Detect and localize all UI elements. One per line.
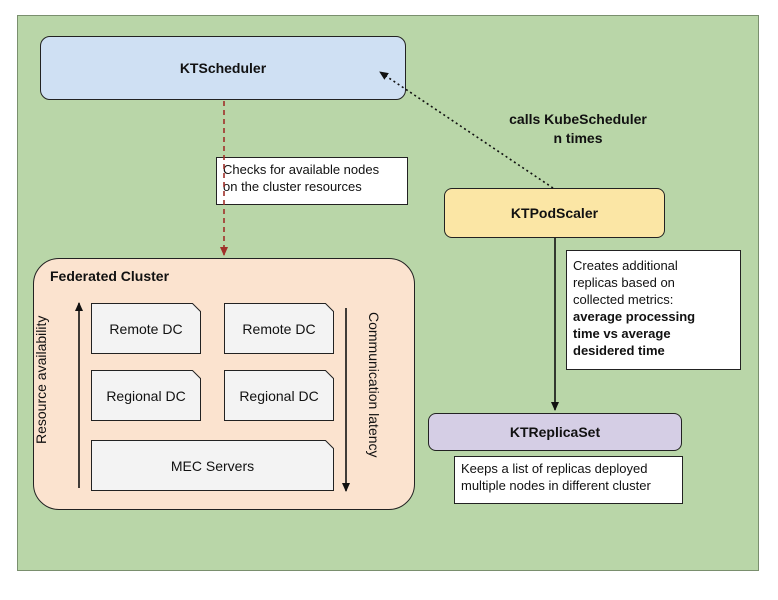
kt-scheduler-node: KTScheduler [40, 36, 406, 100]
remote-dc-1: Remote DC [91, 303, 201, 354]
regional-dc-2-label: Regional DC [239, 387, 319, 404]
kt-replicaset-node: KTReplicaSet [428, 413, 682, 451]
creates-note-line3: collected metrics: [573, 292, 674, 307]
calls-label-line1: calls KubeScheduler [509, 111, 647, 127]
remote-dc-2-label: Remote DC [242, 320, 316, 337]
federated-cluster-title: Federated Cluster [50, 268, 170, 284]
remote-dc-2: Remote DC [224, 303, 334, 354]
kt-replicaset-label: KTReplicaSet [509, 424, 601, 440]
checks-note-line2: on the cluster resources [223, 179, 362, 194]
checks-note-line1: Checks for available nodes [223, 162, 380, 177]
kt-podscaler-node: KTPodScaler [444, 188, 665, 238]
keeps-list-note: Keeps a list of replicas deployed multip… [454, 456, 683, 504]
creates-note-bold3: desidered time [573, 343, 665, 358]
creates-note-bold2: time vs average [573, 326, 671, 341]
creates-note-bold1: average processing [573, 309, 696, 324]
creates-note-line2: replicas based on [573, 275, 675, 290]
keeps-note-line1: Keeps a list of replicas deployed [461, 461, 648, 476]
checks-note: Checks for available nodes on the cluste… [216, 157, 408, 205]
regional-dc-2: Regional DC [224, 370, 334, 421]
kt-podscaler-label: KTPodScaler [510, 205, 599, 221]
mec-servers: MEC Servers [91, 440, 334, 491]
regional-dc-1-label: Regional DC [106, 387, 186, 404]
creates-note-line1: Creates additional [573, 258, 678, 273]
keeps-note-line2: multiple nodes in different cluster [461, 478, 651, 493]
calls-kubescheduler-label: calls KubeScheduler n times [488, 110, 668, 148]
calls-label-line2: n times [553, 130, 603, 146]
communication-latency-label: Communication latency [366, 312, 382, 458]
remote-dc-1-label: Remote DC [109, 320, 183, 337]
creates-replicas-note: Creates additional replicas based on col… [566, 250, 741, 370]
regional-dc-1: Regional DC [91, 370, 201, 421]
kt-scheduler-label: KTScheduler [179, 60, 267, 76]
mec-servers-label: MEC Servers [170, 457, 255, 474]
resource-availability-label: Resource availability [33, 315, 49, 444]
